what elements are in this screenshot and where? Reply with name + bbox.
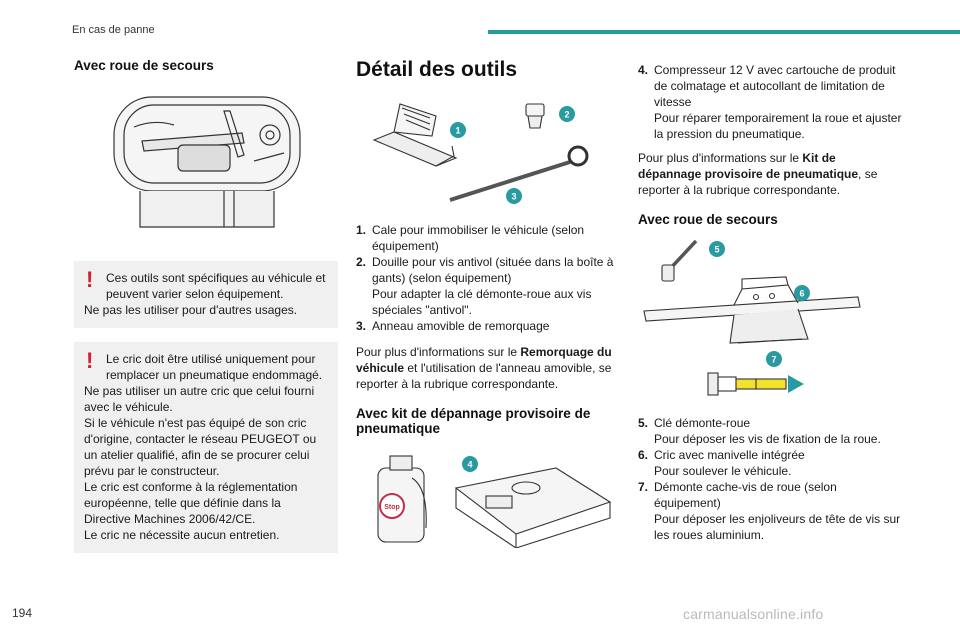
spare-wheel-tools-illustration: 5 6 7 bbox=[643, 239, 861, 396]
column-middle: Détail des outils 1 2 3 1. Cale pour imm… bbox=[356, 58, 620, 548]
repair-kit-reference: Pour plus d'informations sur le Kit de d… bbox=[638, 151, 878, 197]
callout-5-icon bbox=[709, 241, 725, 257]
list-item: 2. Douille pour vis antivol (située dans… bbox=[356, 255, 614, 317]
compressor-list: 4. Compresseur 12 V avec cartouche de pr… bbox=[638, 62, 902, 142]
page-number: 194 bbox=[12, 606, 33, 620]
heading-repair-kit: Avec kit de dépannage provisoire de pneu… bbox=[356, 406, 591, 436]
section-header: En cas de panne bbox=[72, 24, 155, 36]
speed-sticker-label: Stop bbox=[384, 504, 400, 511]
repair-kit-illustration: Stop 4 bbox=[377, 455, 612, 548]
list-item: 4. Compresseur 12 V avec cartouche de pr… bbox=[638, 63, 902, 141]
list-item: 3. Anneau amovible de remorquage bbox=[356, 319, 550, 333]
warning-icon: ! bbox=[86, 267, 94, 292]
page-title: Détail des outils bbox=[356, 58, 518, 81]
warning-text: Ne pas utiliser un autre cric que celui … bbox=[84, 384, 315, 414]
tool-list: 1. Cale pour immobiliser le véhicule (se… bbox=[356, 222, 620, 334]
warning-box-tools: ! Ces outils sont spécifiques au véhicul… bbox=[74, 261, 338, 328]
callout-7-icon bbox=[766, 351, 782, 367]
warning-text: Ne pas les utiliser pour d'autres usages… bbox=[84, 303, 298, 317]
header-accent-bar bbox=[488, 30, 960, 34]
column-left: Avec roue de secours ! Ces outils sont s… bbox=[74, 58, 338, 553]
tools-detail-illustration: 1 2 3 bbox=[372, 103, 589, 204]
towing-reference: Pour plus d'informations sur le Remorqua… bbox=[356, 345, 612, 391]
tool-storage-illustration bbox=[113, 96, 301, 228]
callout-1-icon bbox=[450, 122, 466, 138]
warning-text: Le cric doit être utilisé uniquement pou… bbox=[106, 352, 323, 382]
warning-text: Le cric est conforme à la réglementation… bbox=[84, 480, 298, 526]
warning-box-jack: ! Le cric doit être utilisé uniquement p… bbox=[74, 342, 338, 553]
callout-5: 5 bbox=[714, 245, 719, 255]
callout-3-icon bbox=[506, 188, 522, 204]
callout-7: 7 bbox=[771, 355, 776, 365]
warning-icon: ! bbox=[86, 348, 94, 373]
column-right: 4. Compresseur 12 V avec cartouche de pr… bbox=[638, 62, 902, 543]
warning-text: Le cric ne nécessite aucun entretien. bbox=[84, 528, 280, 542]
heading-spare-wheel: Avec roue de secours bbox=[74, 58, 214, 73]
callout-2-icon bbox=[559, 106, 575, 122]
callout-6-icon bbox=[794, 285, 810, 301]
speed-sticker-icon bbox=[379, 493, 405, 519]
list-item: 7. Démonte cache-vis de roue (selon équi… bbox=[638, 480, 901, 542]
callout-4-icon bbox=[462, 456, 478, 472]
heading-spare-wheel-tools: Avec roue de secours bbox=[638, 212, 778, 227]
warning-text: Ces outils sont spécifiques au véhicule … bbox=[106, 271, 326, 301]
callout-4: 4 bbox=[467, 460, 472, 470]
callout-6: 6 bbox=[799, 289, 804, 299]
warning-text: Si le véhicule n'est pas équipé de son c… bbox=[84, 416, 317, 478]
watermark: carmanualsonline.info bbox=[683, 606, 824, 622]
callout-1: 1 bbox=[455, 126, 460, 136]
callout-3: 3 bbox=[511, 192, 516, 202]
list-item: 1. Cale pour immobiliser le véhicule (se… bbox=[356, 223, 585, 253]
callout-2: 2 bbox=[564, 110, 569, 120]
